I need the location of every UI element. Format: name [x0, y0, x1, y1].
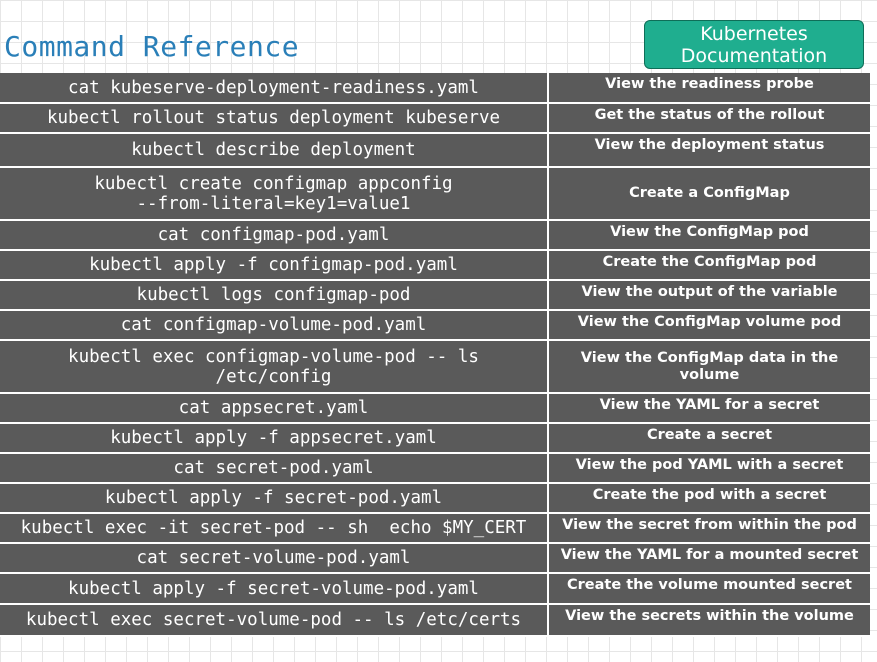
table-row: cat secret-pod.yaml View the pod YAML wi…: [0, 454, 870, 484]
command-table: cat kubeserve-deployment-readiness.yaml …: [0, 73, 870, 637]
command-cell: cat secret-pod.yaml: [0, 454, 549, 482]
description-cell: Create the volume mounted secret: [567, 577, 852, 593]
command-cell: kubectl apply -f secret-volume-pod.yaml: [0, 574, 549, 603]
table-row: cat secret-volume-pod.yaml View the YAML…: [0, 544, 870, 574]
command-cell: kubectl apply -f secret-pod.yaml: [0, 484, 549, 512]
command-cell: kubectl create configmap appconfig --fro…: [0, 168, 549, 219]
kubernetes-documentation-button[interactable]: Kubernetes Documentation: [644, 20, 864, 69]
command-cell: cat appsecret.yaml: [0, 394, 549, 422]
docs-button-line2: Documentation: [680, 44, 828, 67]
table-row: kubectl rollout status deployment kubese…: [0, 104, 870, 134]
description-cell: Create the pod with a secret: [592, 487, 827, 503]
docs-button-line1: Kubernetes: [700, 22, 808, 45]
table-row: cat configmap-pod.yaml View the ConfigMa…: [0, 221, 870, 251]
description-cell: Get the status of the rollout: [594, 107, 825, 123]
description-cell: Create a ConfigMap: [629, 185, 790, 201]
description-cell: Create a secret: [646, 427, 773, 443]
command-cell: cat kubeserve-deployment-readiness.yaml: [0, 73, 549, 102]
description-cell: View the output of the variable: [581, 284, 838, 300]
table-row: kubectl logs configmap-pod View the outp…: [0, 281, 870, 311]
description-cell: View the ConfigMap pod: [610, 224, 809, 240]
description-cell: View the deployment status: [594, 137, 825, 153]
table-row: kubectl exec configmap-volume-pod -- ls …: [0, 341, 870, 394]
command-cell: kubectl exec configmap-volume-pod -- ls …: [0, 341, 549, 392]
description-cell: View the ConfigMap volume pod: [577, 314, 842, 330]
table-row: cat kubeserve-deployment-readiness.yaml …: [0, 73, 870, 104]
command-cell: cat configmap-volume-pod.yaml: [0, 311, 549, 339]
table-row: kubectl apply -f appsecret.yaml Create a…: [0, 424, 870, 454]
description-cell: View the secrets within the volume: [565, 608, 854, 624]
table-row: kubectl exec secret-volume-pod -- ls /et…: [0, 605, 870, 637]
table-row: kubectl exec -it secret-pod -- sh echo $…: [0, 514, 870, 544]
description-cell: Create the ConfigMap pod: [602, 254, 817, 270]
table-row: kubectl apply -f secret-volume-pod.yaml …: [0, 574, 870, 605]
description-cell: View the pod YAML with a secret: [575, 457, 844, 473]
command-cell: cat secret-volume-pod.yaml: [0, 544, 549, 572]
page-title: Command Reference: [4, 30, 300, 63]
description-cell: View the ConfigMap data in the volume: [580, 349, 839, 383]
table-row: cat configmap-volume-pod.yaml View the C…: [0, 311, 870, 341]
description-cell: View the YAML for a secret: [599, 397, 820, 413]
table-row: kubectl apply -f configmap-pod.yaml Crea…: [0, 251, 870, 281]
command-cell: kubectl apply -f appsecret.yaml: [0, 424, 549, 452]
command-cell: kubectl exec secret-volume-pod -- ls /et…: [0, 605, 549, 635]
command-cell: kubectl describe deployment: [0, 134, 549, 166]
command-cell: kubectl logs configmap-pod: [0, 281, 549, 309]
table-row: kubectl apply -f secret-pod.yaml Create …: [0, 484, 870, 514]
command-cell: kubectl rollout status deployment kubese…: [0, 104, 549, 132]
description-cell: View the readiness probe: [605, 76, 814, 92]
command-cell: cat configmap-pod.yaml: [0, 221, 549, 249]
table-row: kubectl create configmap appconfig --fro…: [0, 168, 870, 221]
command-cell: kubectl exec -it secret-pod -- sh echo $…: [0, 514, 549, 542]
description-cell: View the secret from within the pod: [562, 517, 857, 533]
table-row: cat appsecret.yaml View the YAML for a s…: [0, 394, 870, 424]
command-cell: kubectl apply -f configmap-pod.yaml: [0, 251, 549, 279]
table-row: kubectl describe deployment View the dep…: [0, 134, 870, 168]
description-cell: View the YAML for a mounted secret: [560, 547, 859, 563]
